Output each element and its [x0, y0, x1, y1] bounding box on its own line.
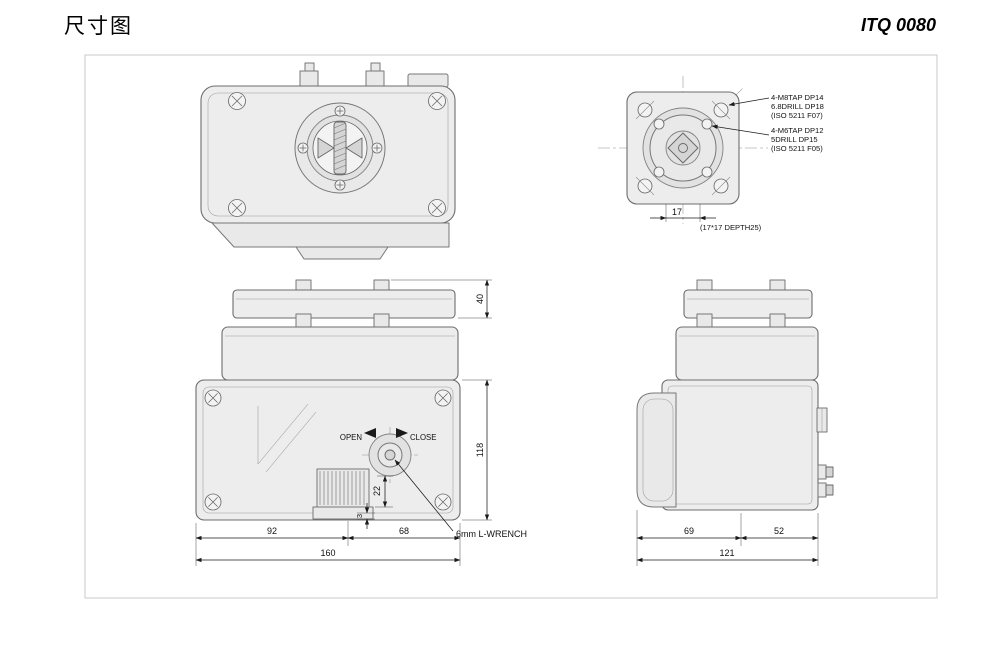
note-f07-line3: (ISO 5211 F07) — [771, 111, 823, 120]
conduit-base — [365, 70, 385, 87]
dim-plate: 3 — [355, 514, 364, 518]
note-f07-line2: 6.8DRILL DP18 — [771, 102, 824, 111]
corner-screw — [204, 389, 222, 407]
m8-tap-hole — [635, 176, 655, 196]
dim-right: 68 — [399, 526, 409, 536]
m8-tap-hole — [635, 100, 655, 120]
dim-cover-height: 40 — [475, 294, 485, 304]
top-block — [407, 73, 449, 88]
dial-screw — [334, 105, 346, 117]
cover-boss — [696, 279, 713, 292]
dim-total-width: 160 — [320, 548, 335, 558]
model-number: ITQ 0080 — [860, 15, 936, 35]
dial-screw — [371, 142, 383, 154]
m6-tap-hole — [701, 166, 713, 178]
leader-line — [394, 459, 454, 532]
cover-boss — [373, 279, 390, 292]
cover-boss — [769, 313, 786, 328]
side-view: 69 52 121 — [636, 279, 834, 566]
leader-line — [711, 124, 770, 136]
note-f05-line3: (ISO 5211 F05) — [771, 144, 823, 153]
page-title: 尺寸图 — [64, 14, 133, 38]
corner-screw — [434, 493, 452, 511]
drive-center-hole — [678, 143, 688, 153]
body-chamfer-lines — [257, 403, 317, 473]
corner-screw — [434, 389, 452, 407]
cable-gland — [817, 464, 834, 480]
m6-tap-hole — [653, 118, 665, 130]
drawing-border — [84, 54, 938, 599]
main-body — [661, 379, 819, 511]
m6-tap-hole — [701, 118, 713, 130]
top-cover — [232, 289, 456, 319]
dim-left: 92 — [267, 526, 277, 536]
mid-cover — [221, 326, 459, 381]
wrench-note: 6mm L-WRENCH — [456, 529, 527, 539]
m8-tap-hole — [711, 100, 731, 120]
ribbed-block — [312, 468, 374, 520]
base-foot — [295, 246, 389, 260]
cover-boss — [769, 279, 786, 292]
note-f05-line2: 5DRILL DP15 — [771, 135, 818, 144]
base-bracket — [211, 222, 450, 248]
corner-screw — [428, 199, 446, 217]
indicator-pointer — [317, 121, 363, 175]
dim-body-height: 118 — [475, 443, 485, 457]
conduit-base — [299, 70, 319, 87]
leader-line — [728, 97, 770, 107]
dim-total-depth: 121 — [719, 548, 734, 558]
dial-screw — [334, 179, 346, 191]
wrench-socket — [384, 449, 396, 461]
corner-screw — [228, 92, 246, 110]
cover-boss — [295, 313, 312, 328]
close-direction-arrow-icon — [396, 428, 408, 438]
dim-square-width: 17 — [672, 207, 682, 217]
top-view — [200, 62, 456, 260]
m8-tap-hole — [711, 176, 731, 196]
cover-boss — [373, 313, 390, 328]
end-cap-inner-line — [642, 398, 674, 502]
corner-screw — [428, 92, 446, 110]
dim-left: 69 — [684, 526, 694, 536]
m6-tap-hole — [653, 166, 665, 178]
cover-boss — [295, 279, 312, 292]
housing-inner-line — [207, 92, 449, 217]
top-cover — [683, 289, 813, 319]
corner-screw — [204, 493, 222, 511]
dim-wrench-depth: 22 — [372, 486, 382, 496]
mid-cover — [675, 326, 819, 381]
note-f05-line1: 4-M6TAP DP12 — [771, 126, 823, 135]
motor-end-cap — [636, 392, 677, 508]
label-close: CLOSE — [410, 433, 436, 442]
corner-screw — [228, 199, 246, 217]
dim-right: 52 — [774, 526, 784, 536]
dial-screw — [297, 142, 309, 154]
square-drive-note: (17*17 DEPTH25) — [700, 223, 762, 232]
note-f07-line1: 4-M8TAP DP14 — [771, 93, 823, 102]
cover-boss — [696, 313, 713, 328]
main-body — [195, 379, 461, 521]
cable-gland — [817, 482, 834, 498]
front-view: OPEN CLOSE 6mm L-WRENCH 40 — [195, 279, 527, 566]
open-direction-arrow-icon — [364, 428, 376, 438]
label-open: OPEN — [340, 433, 362, 442]
flange-view: 17 (17*17 DEPTH25) 4-M8TAP DP14 6.8DRILL… — [598, 76, 824, 232]
